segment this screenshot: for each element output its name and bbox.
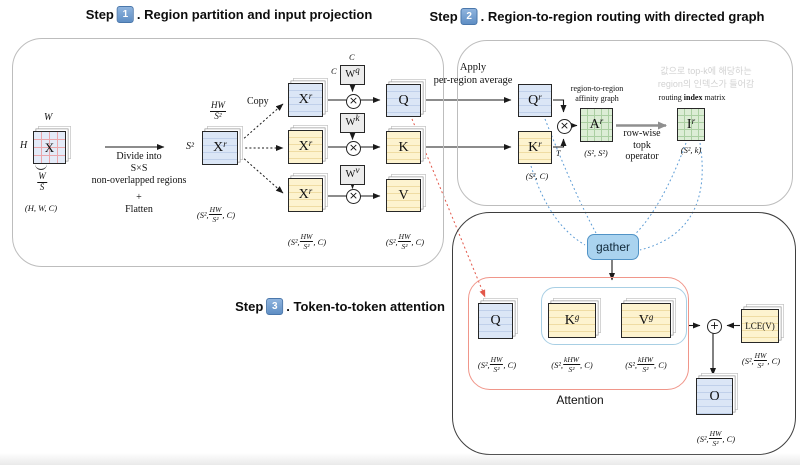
step2-title-text: . Region-to-region routing with directed… bbox=[480, 9, 765, 24]
weight-wk: Wk bbox=[340, 113, 365, 133]
kr-shape-label: (S², C) bbox=[525, 171, 549, 181]
tensor-o: O bbox=[696, 378, 733, 415]
add-icon: + bbox=[707, 319, 722, 334]
tensor-k: K bbox=[386, 131, 421, 164]
tensor-xr: Xr bbox=[202, 131, 238, 165]
copy-label: Copy bbox=[247, 96, 269, 107]
gather-label: gather bbox=[595, 240, 631, 254]
wq-label: Wq bbox=[345, 64, 360, 80]
step1-panel bbox=[12, 38, 444, 267]
input-x-label: X bbox=[44, 140, 55, 155]
tensor-ir: Ir bbox=[677, 108, 705, 141]
o-label: O bbox=[709, 388, 720, 404]
weight-wv: Wv bbox=[340, 165, 365, 185]
tensor-vg: Vg bbox=[621, 303, 671, 338]
wq-rows-label: C bbox=[331, 66, 337, 76]
k-label: K bbox=[398, 139, 409, 155]
tensor-ar: Ar bbox=[580, 108, 613, 142]
xr-copy-k-label: Xr bbox=[298, 138, 313, 154]
tensor-lce: LCE(V) bbox=[741, 309, 779, 343]
q-attention-label: Q bbox=[490, 313, 501, 328]
tensor-qr: Qr bbox=[518, 84, 552, 117]
divide-annotation: Divide into S×S non-overlapped regions +… bbox=[91, 151, 187, 215]
step1-badge-icon: 1 bbox=[116, 6, 134, 23]
input-shape-label: (H, W, C) bbox=[24, 203, 58, 213]
tensor-q-attention: Q bbox=[478, 303, 513, 339]
q-label: Q bbox=[398, 92, 409, 108]
ar-shape-label: (S², S²) bbox=[584, 148, 608, 158]
height-label: H bbox=[20, 140, 28, 151]
per-region-average-annotation: Apply per-region average bbox=[433, 62, 513, 86]
routing-index-annotation: routing index matrix bbox=[658, 93, 726, 102]
step3-title: Step 3 . Token-to-token attention bbox=[235, 298, 445, 315]
step2-title-word: Step bbox=[429, 9, 458, 24]
lce-label: LCE(V) bbox=[745, 320, 775, 331]
step3-title-text: . Token-to-token attention bbox=[286, 299, 445, 314]
matmul-q-icon: × bbox=[346, 94, 361, 109]
step3-badge-icon: 3 bbox=[266, 298, 284, 315]
attention-group bbox=[468, 277, 689, 390]
transpose-label: T bbox=[556, 149, 561, 158]
affinity-graph-annotation: region-to-region affinity graph bbox=[570, 84, 624, 103]
step2-badge-icon: 2 bbox=[460, 8, 478, 25]
step3-title-word: Step bbox=[235, 299, 264, 314]
tensor-q: Q bbox=[386, 84, 421, 117]
tensor-xr-copy-q: Xr bbox=[288, 83, 323, 117]
ir-shape-label: (S², k) bbox=[680, 145, 702, 155]
wq-cols-label: C bbox=[349, 52, 355, 62]
input-tensor-x: X bbox=[33, 131, 66, 164]
kg-label: Kg bbox=[564, 311, 580, 328]
step1-title-word: Step bbox=[85, 7, 114, 22]
qr-label: Qr bbox=[528, 91, 542, 108]
ir-label: Ir bbox=[686, 115, 696, 132]
ar-label: Ar bbox=[589, 116, 604, 132]
matmul-v-icon: × bbox=[346, 189, 361, 204]
gathered-kv-group bbox=[541, 287, 687, 345]
xr-copy-q-label: Xr bbox=[298, 91, 313, 107]
tensor-xr-copy-v: Xr bbox=[288, 178, 323, 212]
vg-label: Vg bbox=[638, 311, 654, 328]
xr-copy-v-label: Xr bbox=[298, 186, 313, 202]
tensor-kg: Kg bbox=[548, 303, 596, 338]
affinity-matmul-icon: × bbox=[557, 119, 572, 134]
step2-panel bbox=[457, 40, 793, 206]
wv-label: Wv bbox=[345, 164, 360, 180]
weight-wq: Wq bbox=[340, 65, 365, 85]
step1-title-text: . Region partition and input projection bbox=[136, 7, 373, 22]
tensor-xr-copy-k: Xr bbox=[288, 130, 323, 164]
width-label: W bbox=[44, 112, 53, 123]
wk-label: Wk bbox=[345, 112, 360, 128]
region-width-brace bbox=[35, 164, 47, 170]
page-bottom-fade bbox=[0, 453, 800, 465]
step2-title: Step 2 . Region-to-region routing with d… bbox=[430, 8, 765, 25]
step1-title: Step 1 . Region partition and input proj… bbox=[85, 6, 373, 23]
matmul-k-icon: × bbox=[346, 141, 361, 156]
xr-label: Xr bbox=[213, 139, 227, 155]
v-label: V bbox=[398, 187, 409, 203]
kr-label: Kr bbox=[528, 138, 542, 155]
gather-node: gather bbox=[587, 234, 639, 260]
tensor-kr: Kr bbox=[518, 131, 552, 164]
attention-label: Attention bbox=[556, 393, 604, 407]
num-regions-label: S² bbox=[186, 141, 194, 152]
tensor-v: V bbox=[386, 179, 421, 212]
korean-note: 값으로 top-k에 해당하는 region의 인덱스가 들어감 bbox=[657, 66, 755, 89]
rowwise-topk-annotation: row-wise topk operator bbox=[623, 128, 661, 162]
